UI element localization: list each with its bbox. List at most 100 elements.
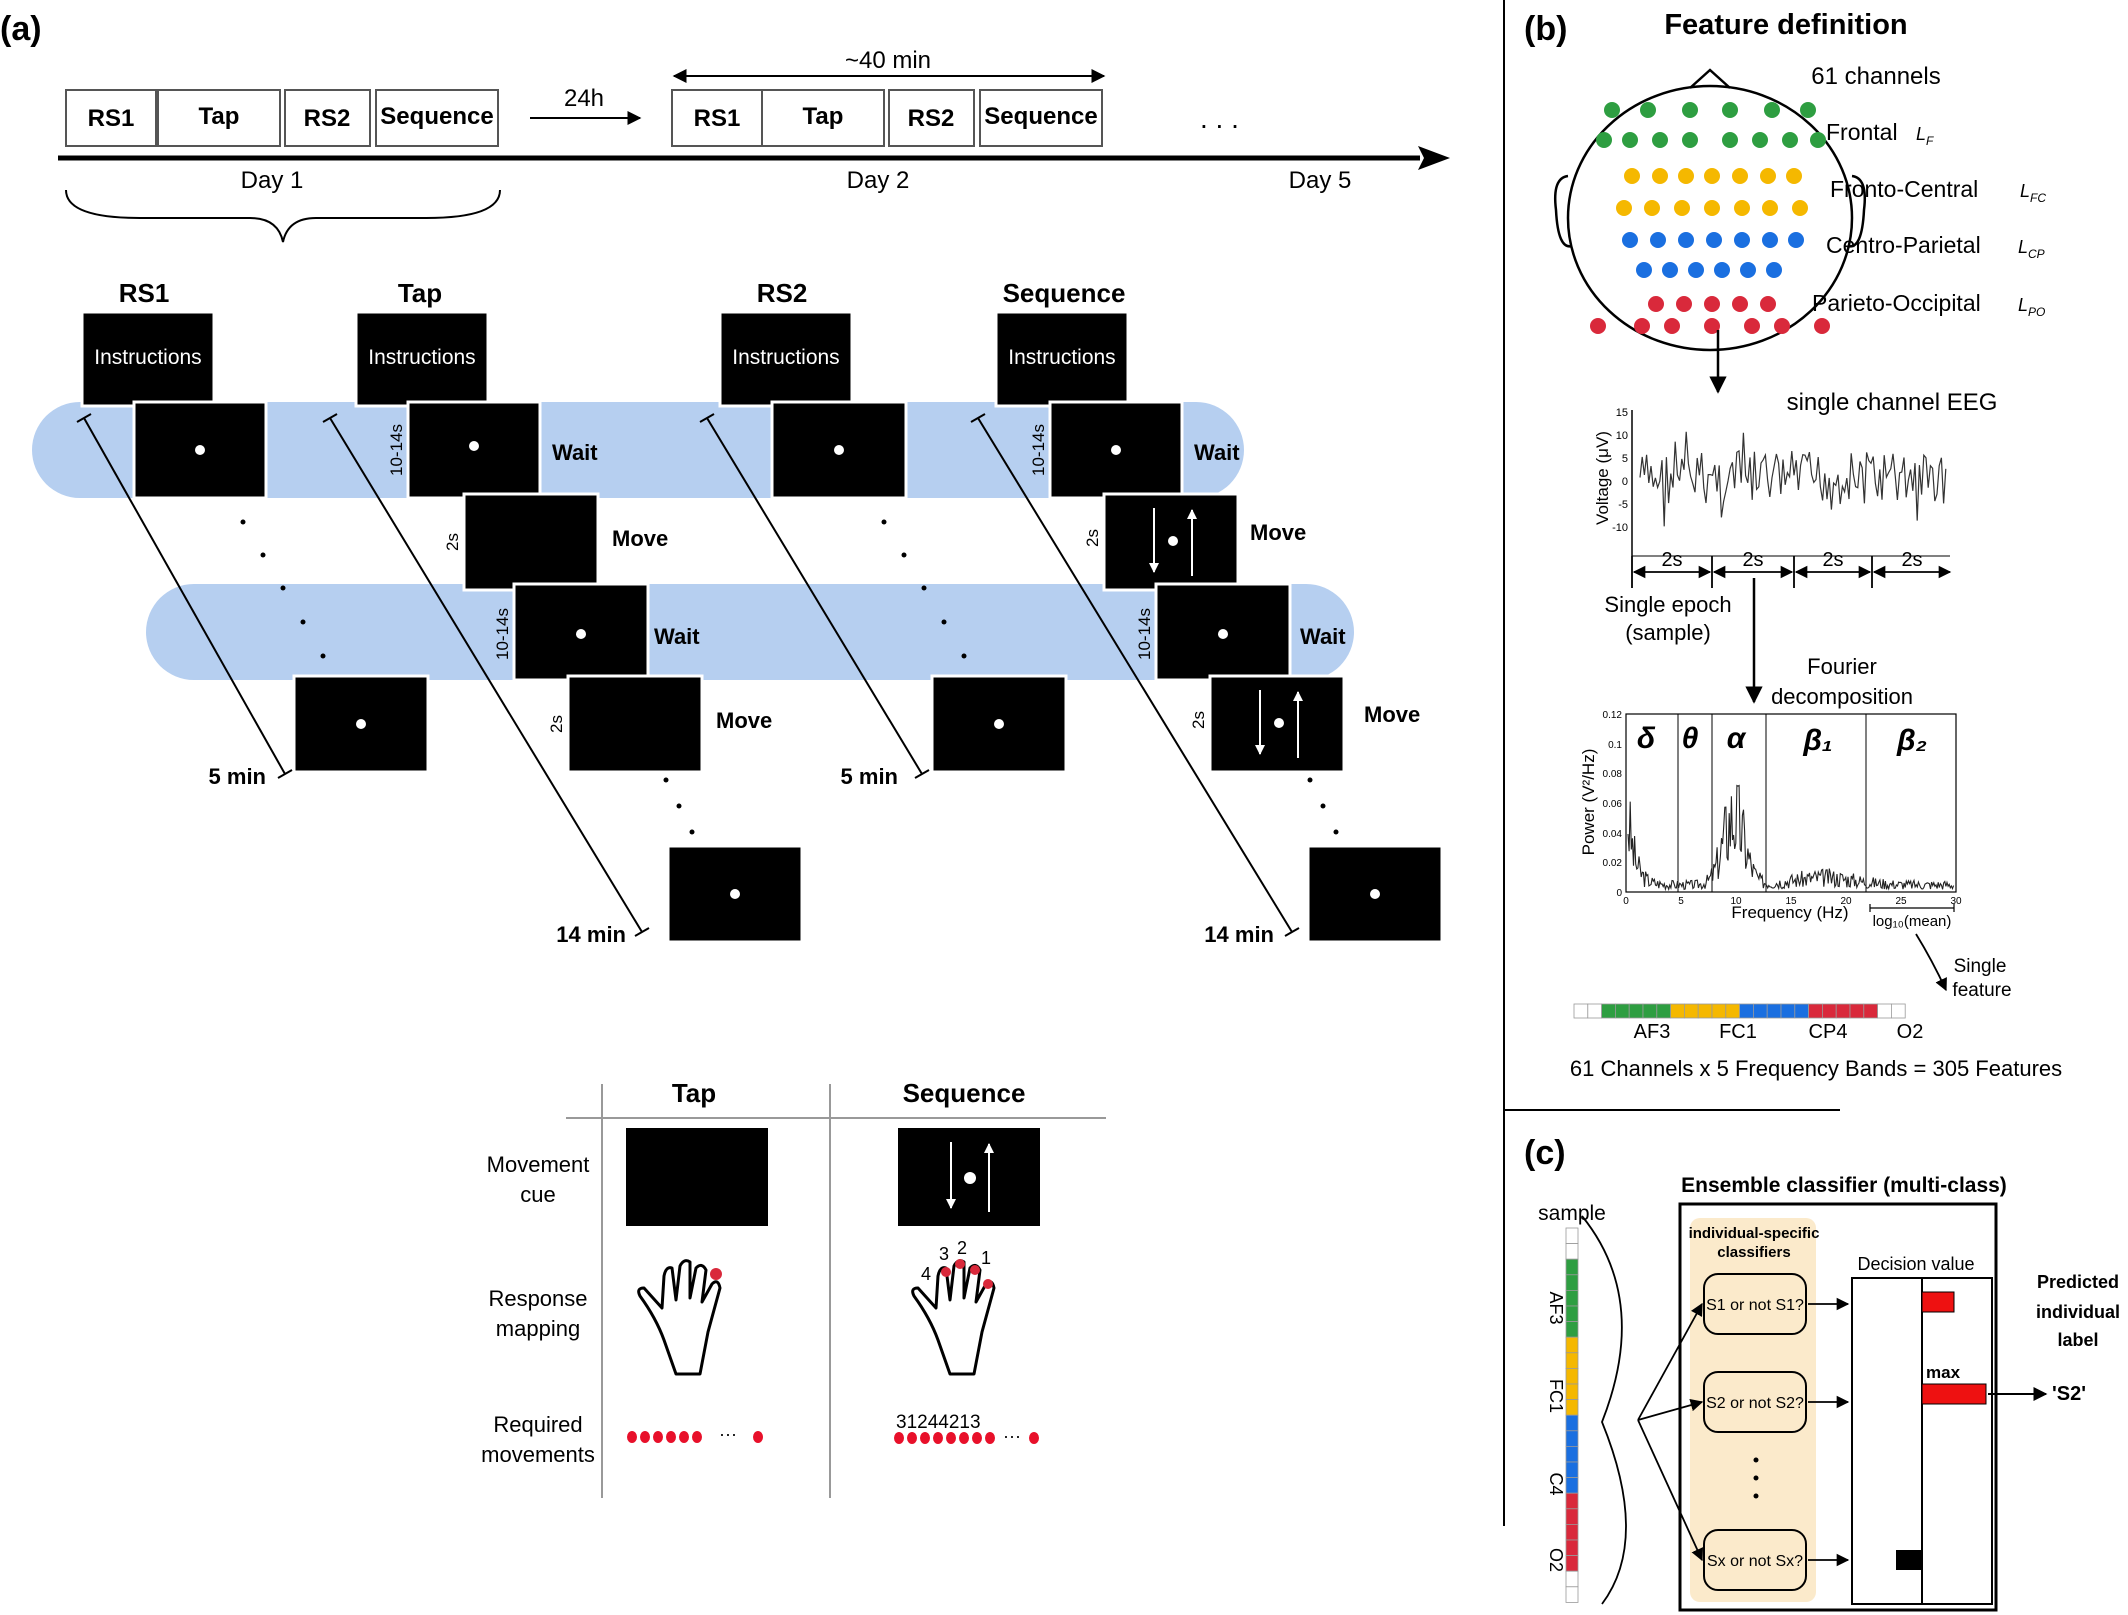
sample-vector — [1565, 1227, 1579, 1603]
band-label: β₂ — [1896, 724, 1927, 757]
eeg-ytick: 10 — [1616, 430, 1628, 442]
panel-b-label: (b) — [1524, 10, 1567, 48]
table-col-header: Sequence — [903, 1078, 1026, 1108]
fixation-dot — [1111, 445, 1121, 455]
fixation-screen — [1154, 582, 1292, 682]
move-duration: 2s — [547, 715, 566, 733]
timeline-box-rs1-day1 — [65, 89, 157, 147]
timeline-box-rs2-day2 — [888, 89, 975, 147]
sample-channel-label: O2 — [1546, 1548, 1566, 1572]
feature-cell — [1753, 1003, 1768, 1019]
fixation-dot — [1370, 889, 1380, 899]
fourier-label: Fourier — [1807, 654, 1877, 679]
classifier-node — [1703, 1371, 1807, 1433]
duration-line — [706, 417, 923, 775]
sample-cell — [1565, 1399, 1579, 1416]
spectrum-xtick: 20 — [1840, 896, 1852, 907]
feature-summary: 61 Channels x 5 Frequency Bands = 305 Fe… — [1570, 1056, 2062, 1081]
feature-cell — [1684, 1003, 1699, 1019]
sample-brace — [1581, 1215, 1627, 1605]
classifiers-title: classifiers — [1717, 1244, 1790, 1261]
electrode — [1760, 168, 1776, 184]
block-title: Tap — [398, 278, 442, 308]
spectrum-ytick: 0.12 — [1603, 710, 1623, 721]
region-subscript: CP — [2028, 247, 2045, 261]
eeg-ytick: 0 — [1622, 476, 1628, 488]
electrode — [1706, 232, 1722, 248]
spectrum-xlabel: Frequency (Hz) — [1731, 903, 1848, 922]
electrode — [1650, 232, 1666, 248]
electrode — [1704, 318, 1720, 334]
sample-cell — [1565, 1461, 1579, 1479]
electrode — [1734, 200, 1750, 216]
move-screen — [462, 492, 600, 592]
timeline-label: Sequence — [984, 103, 1097, 130]
table-row-header: mapping — [496, 1316, 580, 1341]
electrode — [1734, 232, 1750, 248]
electrode — [1652, 132, 1668, 148]
sequence-ellipsis: ··· — [1003, 1426, 1021, 1446]
move-screen — [566, 674, 704, 774]
feature-cell — [1615, 1003, 1630, 1019]
spectrum-xtick: 15 — [1785, 896, 1797, 907]
sample-cell — [1565, 1305, 1579, 1323]
band-label: θ — [1682, 722, 1699, 755]
decision-title: Decision value — [1857, 1254, 1974, 1274]
predicted-value: 'S2' — [2052, 1383, 2086, 1405]
electrode — [1792, 200, 1808, 216]
timeline-label: RS2 — [908, 105, 955, 132]
timeline — [65, 89, 1103, 147]
feature-cell — [1697, 1003, 1713, 1019]
timeline-box-rs2-day1 — [284, 89, 371, 147]
fourier-label: decomposition — [1771, 684, 1913, 709]
table-row-header: Movement — [487, 1152, 590, 1177]
svg-text:LF: LF — [1916, 124, 1934, 148]
sequence-digit: 2 — [966, 1185, 974, 1201]
svg-text:LCP: LCP — [2018, 237, 2045, 261]
timeline-box-rs1-day2 — [671, 89, 763, 147]
wait-band — [146, 584, 1354, 680]
spectrum-ytick: 0.06 — [1603, 799, 1623, 810]
sequence-digits: 31244213 — [896, 1412, 981, 1433]
sample-cell — [1565, 1508, 1579, 1525]
fixation-screen — [292, 674, 430, 774]
region-subscript: PO — [2028, 305, 2045, 319]
electrode — [1764, 102, 1780, 118]
spectrum-trace — [1627, 784, 1955, 892]
electrode — [1624, 168, 1640, 184]
electrode — [1732, 296, 1748, 312]
wait-label: Wait — [1194, 440, 1240, 465]
sample-cell — [1565, 1368, 1579, 1385]
sequence-digit: 1 — [1169, 518, 1176, 533]
electrode-map — [1554, 68, 1866, 352]
classifier-label: S1 or not S1? — [1706, 1297, 1804, 1314]
timeline-label: RS2 — [304, 105, 351, 132]
feature-cell — [1628, 1003, 1644, 1019]
feature-cell — [1835, 1003, 1851, 1019]
duration-line — [329, 417, 643, 933]
band-label: β₁ — [1802, 724, 1832, 757]
duration-label: ~40 min — [845, 47, 931, 74]
electrode — [1688, 262, 1704, 278]
sequence-digit: 4 — [1275, 744, 1282, 759]
svg-text:LFC: LFC — [2020, 181, 2046, 205]
channels-label: 61 channels — [1811, 63, 1940, 90]
block-title: RS2 — [757, 278, 808, 308]
region-label: Parieto-Occipital — [1812, 290, 1981, 316]
timeline-box-tap-day2 — [761, 89, 885, 147]
electrode — [1682, 102, 1698, 118]
region-symbol: L — [2018, 295, 2028, 315]
spectrum-ylabel: Power (V²/Hz) — [1579, 749, 1598, 856]
electrode — [1762, 200, 1778, 216]
task-duration: 14 min — [1204, 922, 1274, 947]
eeg-ytick: 5 — [1622, 453, 1628, 465]
spectrum-ytick: 0.1 — [1608, 740, 1622, 751]
instructions-screen — [994, 310, 1130, 408]
epoch-label: 2s — [1822, 549, 1843, 571]
band-label: α — [1727, 722, 1747, 755]
region-symbol: L — [2020, 181, 2030, 201]
instructions-screen — [718, 310, 854, 408]
eeg-ylabel: Voltage (μV) — [1593, 431, 1612, 525]
table-row-header: Response — [488, 1286, 587, 1311]
instructions-screen — [354, 310, 490, 408]
